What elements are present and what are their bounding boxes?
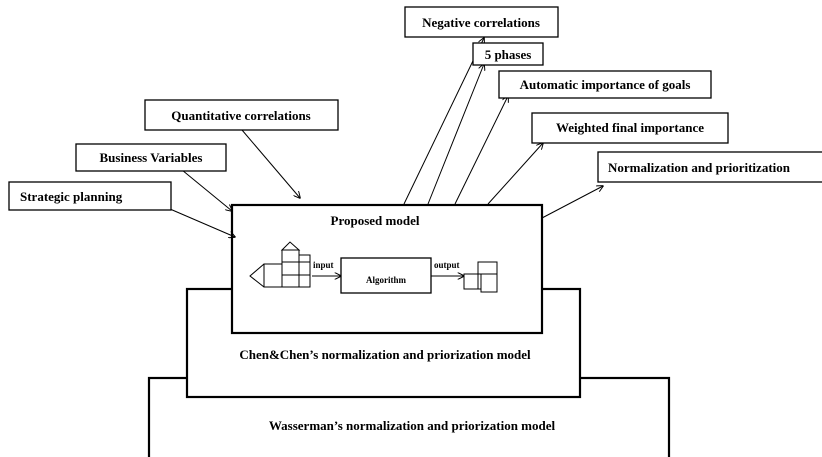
strategic-planning-box: Strategic planning: [8, 181, 172, 211]
output-blocks-icon: [463, 261, 498, 293]
quantitative-correlations-label: Quantitative correlations: [171, 108, 311, 123]
five-phases-label: 5 phases: [485, 47, 532, 62]
negative-correlations-box: Negative correlations: [404, 6, 559, 38]
algorithm-box: [340, 257, 432, 294]
strategic-planning-label: Strategic planning: [20, 189, 123, 204]
input-blocks-icon: [249, 241, 311, 288]
left-connectors: [169, 129, 300, 237]
right-connectors: [403, 38, 603, 219]
chen-layer-label: Chen&Chen’s normalization and priorizati…: [239, 347, 531, 362]
automatic-importance-label: Automatic importance of goals: [520, 77, 691, 92]
business-variables-box: Business Variables: [75, 143, 227, 172]
quantitative-correlations-box: Quantitative correlations: [144, 99, 339, 131]
negative-correlations-label: Negative correlations: [422, 15, 540, 30]
normalization-prioritization-box: Normalization and prioritization: [597, 151, 822, 183]
weighted-importance-label: Weighted final importance: [556, 120, 704, 135]
wasserman-layer-label: Wasserman’s normalization and priorizati…: [269, 418, 556, 433]
business-variables-label: Business Variables: [100, 150, 203, 165]
normalization-prioritization-label: Normalization and prioritization: [608, 160, 791, 175]
input-label: input: [313, 260, 334, 270]
algorithm-label: Algorithm: [366, 275, 406, 285]
weighted-importance-box: Weighted final importance: [531, 112, 729, 144]
output-label: output: [434, 260, 460, 270]
automatic-importance-box: Automatic importance of goals: [498, 70, 712, 99]
proposed-model-box: Proposed model input Algorithm output: [230, 203, 544, 335]
five-phases-box: 5 phases: [472, 42, 544, 66]
proposed-model-title: Proposed model: [331, 213, 420, 228]
